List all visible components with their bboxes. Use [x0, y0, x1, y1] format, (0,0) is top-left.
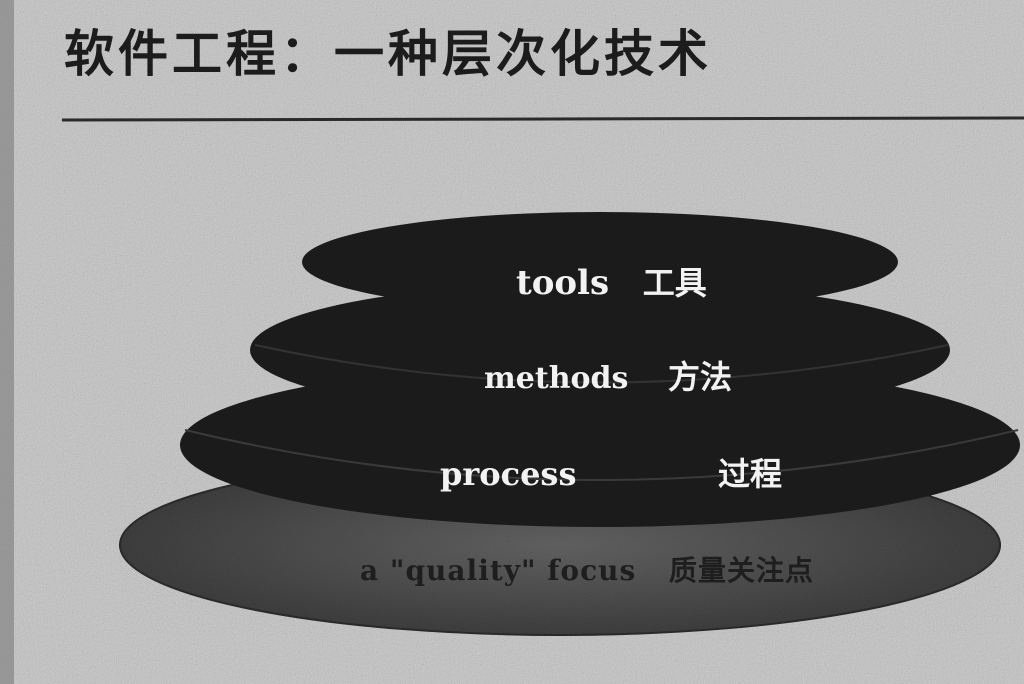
page-title: 软件工程：一种层次化技术 — [64, 24, 712, 83]
methods-layer-rim — [254, 344, 949, 384]
process-label-en: process — [440, 455, 577, 493]
tools-label-en: tools — [516, 263, 610, 303]
methods-label: methods 方法 — [484, 352, 732, 398]
methods-label-zh: 方法 — [667, 358, 732, 396]
title-underline — [61, 116, 1024, 122]
process-label-zh: 过程 — [718, 455, 783, 493]
methods-label-en: methods — [484, 361, 629, 396]
tools-label: tools 工具 — [516, 258, 707, 304]
tools-label-zh: 工具 — [642, 264, 707, 302]
quality-focus-label: a "quality" focus 质量关注点 — [360, 549, 814, 589]
quality-focus-label-en: a "quality" focus — [360, 554, 637, 587]
left-edge-shadow — [0, 0, 14, 684]
methods-layer — [250, 282, 950, 418]
tools-layer — [302, 212, 898, 312]
quality-focus-label-zh: 质量关注点 — [669, 554, 815, 587]
process-label: process 过程 — [440, 449, 782, 495]
process-layer-rim — [184, 429, 1019, 481]
